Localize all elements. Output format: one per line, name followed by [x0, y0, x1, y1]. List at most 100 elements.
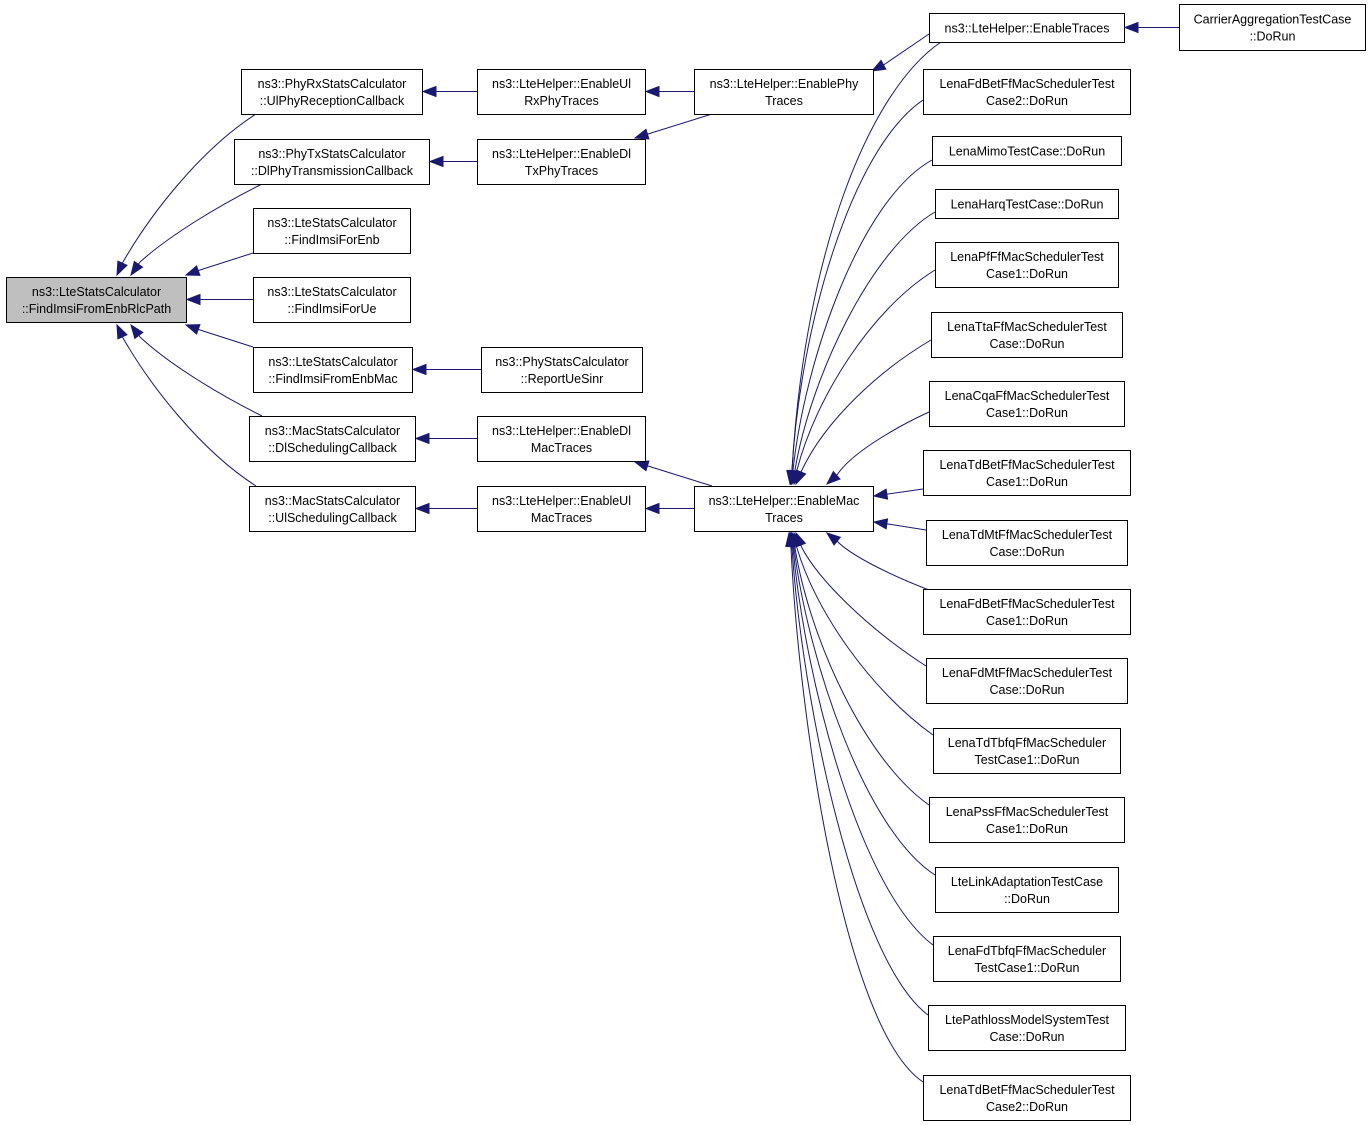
node-box[interactable] — [935, 867, 1119, 913]
node-box[interactable] — [481, 347, 643, 393]
node-dlsched[interactable]: ns3::MacStatsCalculator::DlSchedulingCal… — [249, 416, 416, 462]
node-t_harq[interactable]: LenaHarqTestCase::DoRun — [935, 189, 1119, 219]
node-box[interactable] — [1179, 4, 1366, 51]
node-t_mimo[interactable]: LenaMimoTestCase::DoRun — [932, 136, 1122, 166]
node-box[interactable] — [234, 139, 430, 185]
node-label-line: LenaFdBetFfMacSchedulerTest — [939, 77, 1115, 91]
edge-line-tail — [137, 261, 141, 265]
node-box[interactable] — [477, 139, 646, 185]
node-ulsched[interactable]: ns3::MacStatsCalculator::UlSchedulingCal… — [249, 486, 416, 532]
node-label-line: TestCase1::DoRun — [975, 961, 1080, 975]
edge-line — [887, 523, 927, 531]
node-box[interactable] — [477, 486, 646, 532]
node-label-line: LenaTdMtFfMacSchedulerTest — [942, 528, 1113, 542]
node-carrier[interactable]: CarrierAggregationTestCase::DoRun — [1179, 4, 1366, 51]
arrowhead — [825, 532, 842, 546]
node-label-line: ::DoRun — [1004, 892, 1050, 906]
edge-line — [647, 465, 713, 487]
node-box[interactable] — [928, 1005, 1126, 1051]
node-box[interactable] — [935, 189, 1119, 219]
arrowhead — [644, 85, 660, 98]
node-label-line: ns3::LteHelper::EnableUl — [492, 77, 631, 91]
node-label-line: ns3::LteHelper::EnableMac — [709, 494, 860, 508]
node-box[interactable] — [694, 69, 874, 115]
node-box[interactable] — [926, 658, 1128, 704]
node-box[interactable] — [923, 589, 1131, 635]
arrowhead — [428, 155, 444, 168]
node-label-line: ::DoRun — [1250, 30, 1296, 44]
arrowhead — [184, 265, 201, 276]
node-box[interactable] — [6, 277, 187, 323]
node-box[interactable] — [694, 486, 874, 532]
node-dlphytx[interactable]: ns3::PhyTxStatsCalculator::DlPhyTransmis… — [234, 139, 430, 185]
edge-line — [796, 269, 936, 471]
node-label-line: ::FindImsiForEnb — [284, 233, 379, 247]
node-label-line: LenaFdMtFfMacSchedulerTest — [942, 666, 1113, 680]
node-box[interactable] — [932, 136, 1122, 166]
edge-enmac-to-enulmac — [644, 502, 694, 515]
node-box[interactable] — [253, 277, 411, 323]
node-label-line: ns3::LteStatsCalculator — [32, 285, 161, 299]
node-box[interactable] — [933, 936, 1121, 982]
node-box[interactable] — [933, 728, 1121, 774]
node-box[interactable] — [926, 520, 1128, 566]
edge-t_fdbet2-to-enmac — [786, 99, 924, 486]
node-label-line: ns3::LteStatsCalculator — [267, 285, 396, 299]
node-findue[interactable]: ns3::LteStatsCalculator::FindImsiForUe — [253, 277, 411, 323]
node-label-line: ns3::MacStatsCalculator — [265, 424, 400, 438]
edge-line — [887, 488, 924, 495]
node-box[interactable] — [249, 486, 416, 532]
edge-line — [790, 547, 924, 1083]
node-box[interactable] — [929, 381, 1125, 427]
node-box[interactable] — [477, 69, 646, 115]
node-findenbmac[interactable]: ns3::LteStatsCalculator::FindImsiFromEnb… — [253, 347, 413, 393]
edges-layer — [116, 21, 1179, 1083]
edge-line — [122, 337, 257, 487]
node-entraces[interactable]: ns3::LteHelper::EnableTraces — [929, 13, 1125, 43]
edge-line — [791, 547, 929, 1016]
node-box[interactable] — [253, 208, 411, 254]
node-findenb[interactable]: ns3::LteStatsCalculator::FindImsiForEnb — [253, 208, 411, 254]
node-reportue[interactable]: ns3::PhyStatsCalculator::ReportUeSinr — [481, 347, 643, 393]
edge-line — [796, 547, 934, 736]
edge-line — [836, 540, 930, 591]
node-box[interactable] — [249, 416, 416, 462]
node-box[interactable] — [923, 69, 1131, 115]
node-box[interactable] — [929, 13, 1125, 43]
node-t_linkadapt[interactable]: LteLinkAdaptationTestCase::DoRun — [935, 867, 1119, 913]
node-box[interactable] — [253, 347, 413, 393]
node-box[interactable] — [935, 242, 1119, 288]
node-box[interactable] — [241, 69, 423, 115]
edge-line — [139, 336, 263, 417]
edge-line — [647, 113, 713, 135]
node-box[interactable] — [923, 450, 1131, 496]
node-box[interactable] — [923, 1075, 1131, 1121]
node-ulphyrx[interactable]: ns3::PhyRxStatsCalculator::UlPhyReceptio… — [241, 69, 423, 115]
node-label-line: MacTraces — [531, 441, 592, 455]
node-box[interactable] — [931, 312, 1123, 358]
node-box[interactable] — [929, 797, 1125, 843]
node-box[interactable] — [477, 416, 646, 462]
node-root[interactable]: ns3::LteStatsCalculator::FindImsiFromEnb… — [6, 277, 187, 323]
arrowhead — [414, 432, 430, 445]
edge-line — [791, 99, 924, 471]
